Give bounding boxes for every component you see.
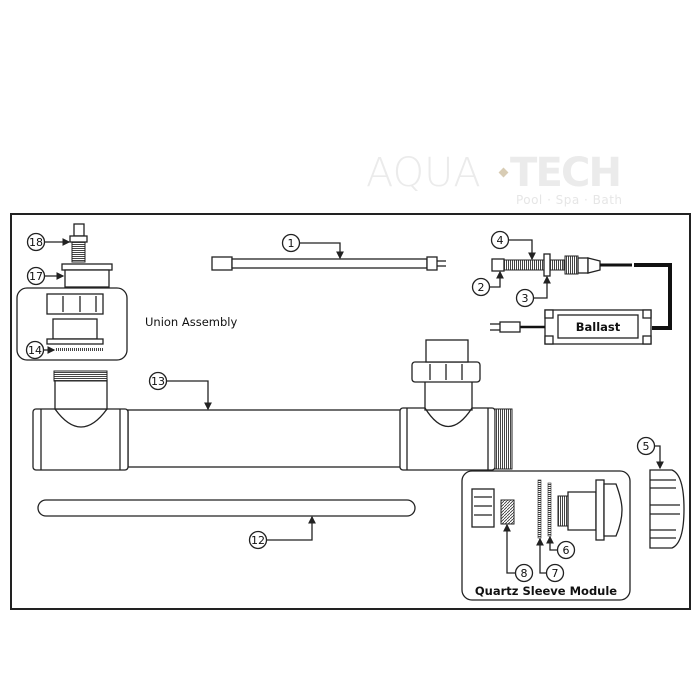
quartz-sleeve-module-box [461,470,631,601]
quartz-module-parts: Quartz Sleeve Module [471,479,623,598]
aquatech-logo: AQUA TECH Pool · Spa · Bath [366,150,622,207]
union-nut [46,293,104,315]
callout-17: 17 [26,266,65,286]
union-assembly-label: Union Assembly [145,315,238,329]
svg-text:17: 17 [29,270,43,283]
callout-18: 18 [26,232,71,252]
part-8-gasket [500,499,515,525]
callout-8: 8 [503,523,534,583]
ballast-label: Ballast [576,320,621,334]
part-3-washer [543,253,551,277]
callout-1: 1 [281,233,344,260]
callout-14: 14 [25,340,56,360]
quartz-sleeve-module-label: Quartz Sleeve Module [475,584,617,598]
part-17-adapter [61,263,113,288]
callout-7: 7 [536,537,565,583]
svg-text:13: 13 [151,375,165,388]
callout-3: 3 [515,275,551,308]
power-plug [499,321,521,333]
svg-text:12: 12 [251,534,265,547]
svg-text:7: 7 [552,567,559,580]
svg-text:2: 2 [478,281,485,294]
part-13-main-housing [32,339,513,471]
ballast-cable [634,263,672,330]
svg-text:6: 6 [563,544,570,557]
logo-aqua: AQUA [366,150,481,196]
part-7-o-ring [537,479,542,539]
svg-text:3: 3 [522,292,529,305]
part-14-gasket [55,348,103,351]
svg-text:8: 8 [521,567,528,580]
svg-text:14: 14 [28,344,42,357]
logo-diamond-icon [498,167,509,178]
part-1-uv-lamp [211,256,446,271]
logo-tagline: Pool · Spa · Bath [516,193,622,207]
part-6-o-ring [547,482,552,537]
union-collar [52,318,98,340]
union-flange [46,338,104,345]
svg-text:4: 4 [497,234,504,247]
diagram-frame [10,213,691,610]
callout-4: 4 [490,230,536,261]
part-12-quartz-sleeve [37,499,416,517]
callout-6: 6 [546,535,576,560]
callout-2: 2 [471,270,504,297]
svg-text:18: 18 [29,236,43,249]
logo-tech: TECH [510,150,622,196]
svg-text:5: 5 [643,440,650,453]
callout-5: 5 [636,436,664,470]
ballast-unit: Ballast [490,309,652,345]
part-5-nut [649,469,685,549]
part-18-hose-barb [69,223,88,263]
svg-text:1: 1 [288,237,295,250]
callout-13: 13 [148,371,212,411]
callout-12: 12 [248,515,316,550]
union-assembly-box [16,287,128,361]
part-4-spring [503,259,551,271]
part-2-socket [491,258,505,272]
